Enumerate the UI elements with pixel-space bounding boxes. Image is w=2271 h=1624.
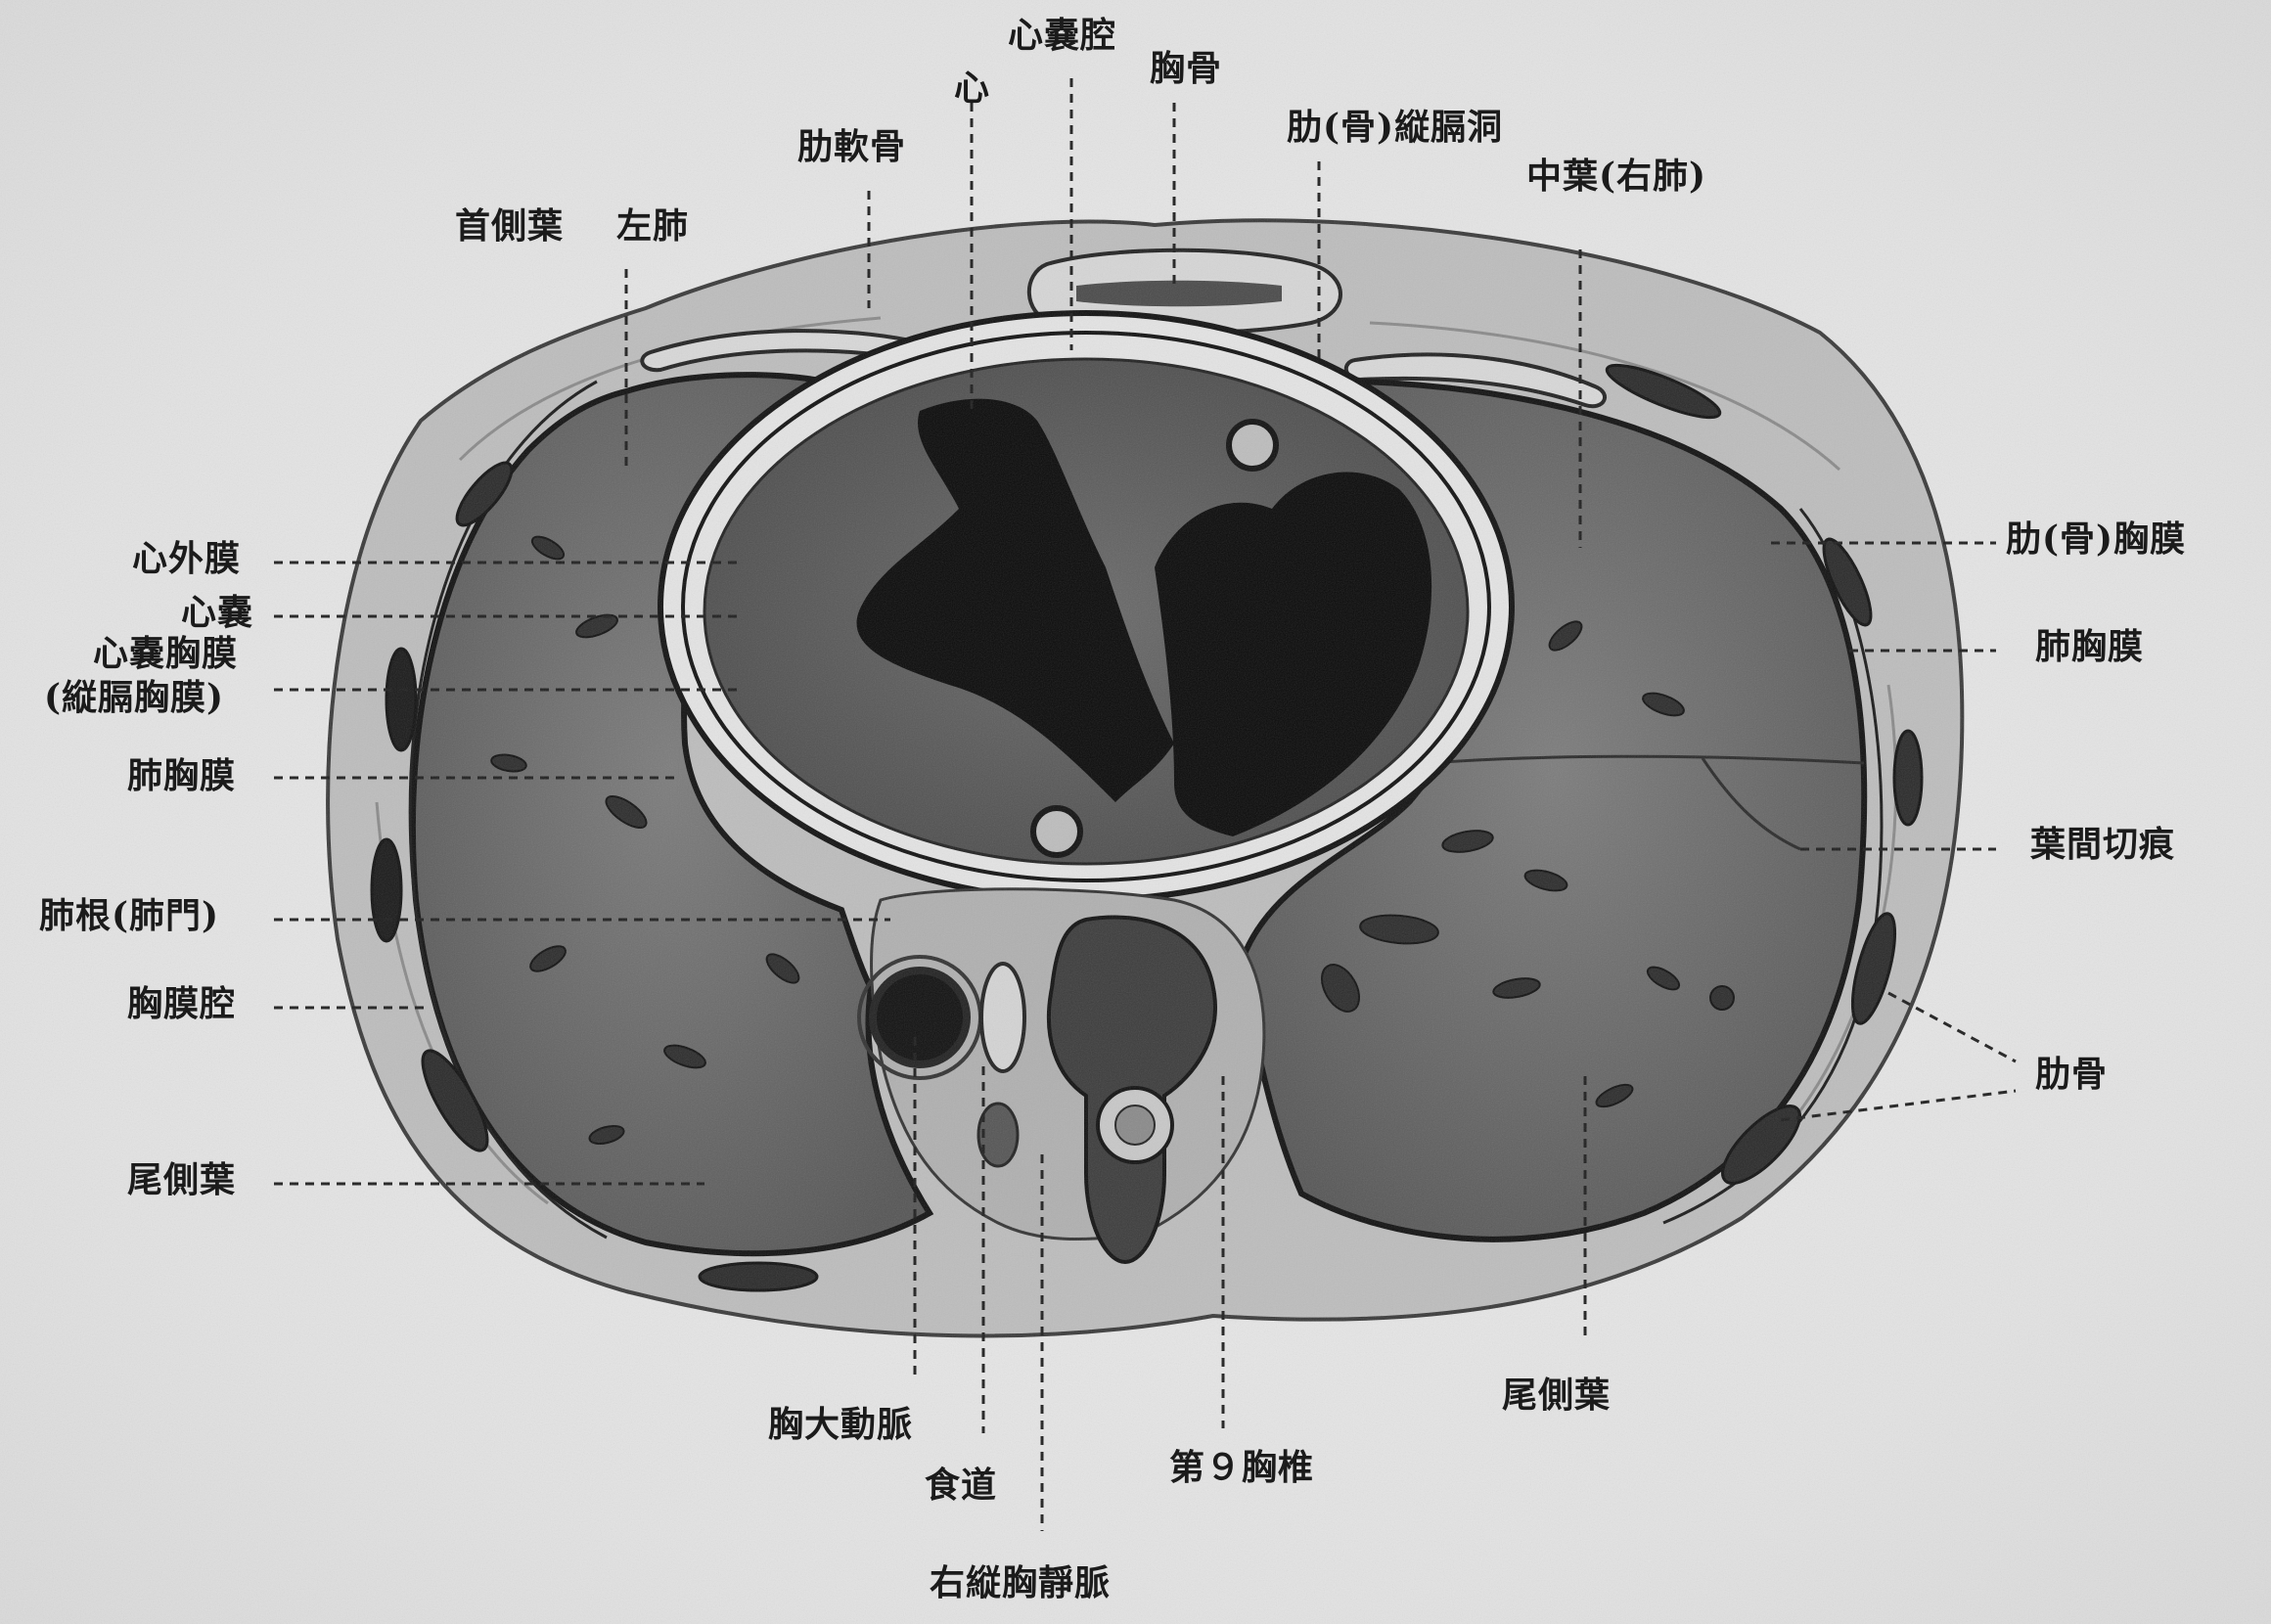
label-interlobar-notch: 葉間切痕 (2030, 827, 2175, 864)
label-azygos-vein: 右縦胸靜脈 (930, 1565, 1111, 1602)
label-pericardial-cavity: 心嚢腔 (1008, 18, 1116, 55)
label-caudal-lobe-left: 尾側葉 (127, 1162, 236, 1199)
label-caudal-lobe-right: 尾側葉 (1502, 1377, 1611, 1415)
label-rib: 肋骨 (2035, 1057, 2108, 1094)
label-ninth-thoracic-vertebra: 第９胸椎 (1169, 1450, 1314, 1487)
label-left-lung: 左肺 (616, 208, 689, 246)
label-sternum: 胸骨 (1150, 51, 1222, 88)
label-heart: 心 (954, 70, 990, 108)
label-pleural-cavity: 胸膜腔 (127, 986, 236, 1023)
label-pulmonary-pleura-left: 肺胸膜 (127, 758, 236, 795)
label-pericardium: 心嚢 (181, 595, 253, 632)
label-costal-cartilage: 肋軟骨 (797, 129, 906, 166)
label-esophagus: 食道 (925, 1467, 997, 1505)
label-cranial-lobe: 首側葉 (455, 208, 564, 246)
label-thoracic-aorta: 胸大動脈 (768, 1407, 913, 1444)
label-epicardium: 心外膜 (132, 541, 241, 578)
label-pericardial-pleura: 心嚢胸膜 (93, 636, 238, 673)
label-costal-pleura: 肋(骨)胸膜 (2006, 521, 2186, 559)
label-mediastinal-pleura: (縦膈胸膜) (44, 680, 224, 717)
label-middle-lobe: 中葉(右肺) (1526, 158, 1706, 196)
label-lung-root: 肺根(肺門) (39, 898, 219, 935)
label-pulmonary-pleura-right: 肺胸膜 (2035, 629, 2144, 666)
label-costomediastinal-recess: 肋(骨)縦膈洞 (1287, 110, 1503, 147)
